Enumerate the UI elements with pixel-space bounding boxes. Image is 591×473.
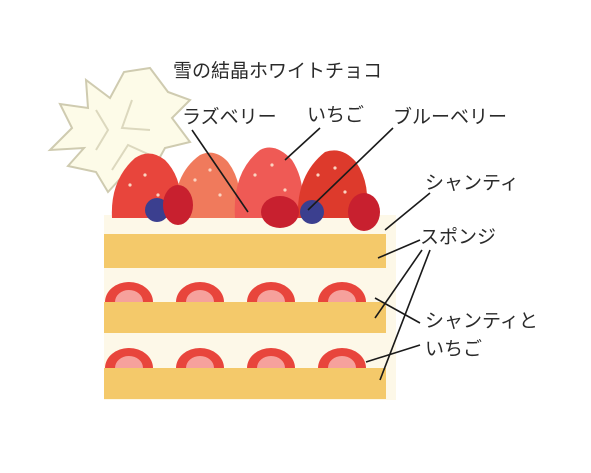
label-chantilly-and-strawberry-line1: シャンティと xyxy=(425,310,538,332)
strawberry-row xyxy=(105,282,366,302)
sponge-layer xyxy=(104,234,386,268)
raspberry xyxy=(261,196,299,228)
blueberry xyxy=(300,200,324,224)
label-raspberry: ラズベリー xyxy=(182,106,277,128)
label-sponge: スポンジ xyxy=(420,226,497,248)
sponge-layer xyxy=(104,302,386,333)
raspberry xyxy=(163,185,193,225)
raspberry xyxy=(348,193,380,231)
berries xyxy=(145,185,380,231)
label-snow-crystal-chocolate: 雪の結晶ホワイトチョコ xyxy=(173,60,383,82)
label-chantilly-and-strawberry-line2: いちご xyxy=(425,338,483,360)
sponge-layer xyxy=(104,368,386,399)
label-strawberry: いちご xyxy=(307,104,365,126)
leader-lines xyxy=(191,127,431,381)
strawberry-row xyxy=(105,348,366,368)
label-blueberry: ブルーベリー xyxy=(393,106,508,128)
blueberry xyxy=(145,198,169,222)
label-chantilly: シャンティ xyxy=(425,172,519,194)
